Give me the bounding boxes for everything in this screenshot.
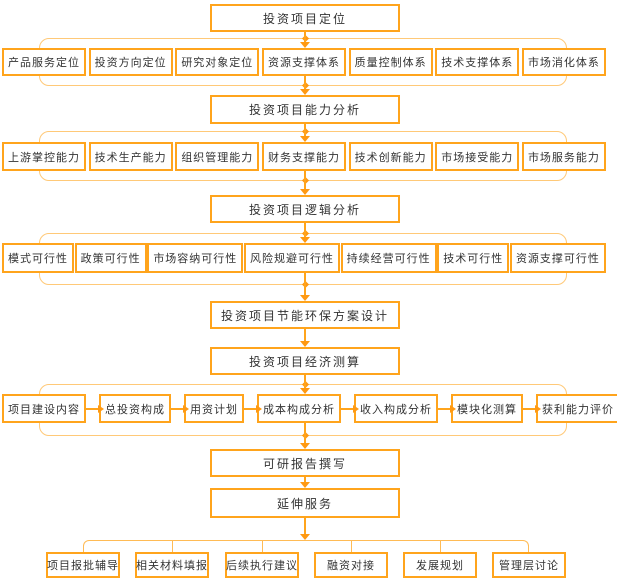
row-economic-calculation: 项目建设内容 总投资构成 用资计划 成本构成分析 收入构成分析 模块化测算 获利… — [2, 394, 617, 423]
down-arrow-icon — [300, 295, 310, 301]
node-related-material-filing: 相关材料填报 — [135, 552, 209, 578]
connector-line — [304, 273, 306, 296]
down-arrow-icon — [300, 388, 310, 394]
node-project-construction-content: 项目建设内容 — [2, 394, 86, 423]
node-capability-analysis: 投资项目能力分析 — [210, 95, 400, 124]
node-management-discussion: 管理层讨论 — [492, 552, 566, 578]
node-technical-innovation-capability: 技术创新能力 — [348, 142, 433, 171]
node-quality-control-system: 质量控制体系 — [348, 48, 433, 76]
down-arrow-icon — [300, 189, 310, 195]
node-technical-production-capability: 技术生产能力 — [88, 142, 173, 171]
branch-stub — [440, 541, 441, 552]
node-feasibility-report-writing: 可研报告撰写 — [210, 449, 400, 477]
connector-line — [304, 375, 306, 389]
connector-line — [304, 423, 306, 444]
right-arrow-icon — [341, 404, 359, 413]
down-arrow-icon — [300, 443, 310, 449]
right-arrow-icon — [523, 404, 541, 413]
down-arrow-icon — [300, 341, 310, 347]
node-research-object-positioning: 研究对象定位 — [175, 48, 260, 76]
node-logic-analysis: 投资项目逻辑分析 — [210, 195, 400, 223]
connector-line — [304, 124, 306, 137]
row-capabilities: 上游掌控能力 技术生产能力 组织管理能力 财务支撑能力 技术创新能力 市场接受能… — [2, 142, 606, 171]
node-economic-calculation: 投资项目经济测算 — [210, 347, 400, 375]
connector-line — [304, 32, 306, 43]
right-arrow-icon — [86, 404, 104, 413]
down-arrow-icon — [300, 136, 310, 142]
node-market-capacity-feasibility: 市场容纳可行性 — [147, 243, 244, 273]
node-sustainable-operation-feasibility: 持续经营可行性 — [340, 243, 437, 273]
bottom-branch-line — [83, 540, 529, 552]
node-extended-services: 延伸服务 — [210, 488, 400, 518]
node-energy-environment-design: 投资项目节能环保方案设计 — [210, 301, 400, 329]
node-resource-support-feasibility: 资源支撑可行性 — [509, 243, 606, 273]
node-investment-project-positioning: 投资项目定位 — [210, 4, 400, 32]
down-arrow-icon — [300, 534, 310, 540]
node-profitability-evaluation: 获利能力评价 — [536, 394, 617, 423]
node-market-acceptance-capability: 市场接受能力 — [435, 142, 520, 171]
node-development-planning: 发展规划 — [403, 552, 477, 578]
down-arrow-icon — [300, 42, 310, 48]
node-modular-calculation: 模块化测算 — [451, 394, 523, 423]
node-cost-composition-analysis: 成本构成分析 — [257, 394, 341, 423]
right-arrow-icon — [438, 404, 456, 413]
down-arrow-icon — [300, 237, 310, 243]
node-financing-matchmaking: 融资对接 — [314, 552, 388, 578]
node-market-service-capability: 市场服务能力 — [521, 142, 606, 171]
node-total-investment-composition: 总投资构成 — [99, 394, 171, 423]
row-positioning-systems: 产品服务定位 投资方向定位 研究对象定位 资源支撑体系 质量控制体系 技术支撑体… — [2, 48, 606, 76]
connector-line — [304, 518, 306, 535]
node-policy-feasibility: 政策可行性 — [74, 243, 147, 273]
node-project-approval-coaching: 项目报批辅导 — [46, 552, 120, 578]
connector-line — [304, 76, 306, 90]
connector-line — [304, 329, 306, 342]
node-risk-avoidance-feasibility: 风险规避可行性 — [243, 243, 340, 273]
branch-stub — [262, 541, 263, 552]
row-feasibility: 模式可行性 政策可行性 市场容纳可行性 风险规避可行性 持续经营可行性 技术可行… — [2, 243, 606, 273]
node-market-absorption-system: 市场消化体系 — [521, 48, 606, 76]
node-product-service-positioning: 产品服务定位 — [2, 48, 86, 76]
node-followup-execution-advice: 后续执行建议 — [225, 552, 299, 578]
right-arrow-icon — [171, 404, 189, 413]
node-model-feasibility: 模式可行性 — [2, 243, 74, 273]
connector-line — [304, 477, 306, 483]
node-investment-direction-positioning: 投资方向定位 — [88, 48, 173, 76]
node-fund-usage-plan: 用资计划 — [184, 394, 244, 423]
connector-line — [304, 223, 306, 238]
node-organization-management-capability: 组织管理能力 — [175, 142, 260, 171]
node-upstream-control-capability: 上游掌控能力 — [2, 142, 86, 171]
node-financial-support-capability: 财务支撑能力 — [261, 142, 346, 171]
node-income-composition-analysis: 收入构成分析 — [354, 394, 438, 423]
connector-line — [304, 171, 306, 190]
node-technical-feasibility: 技术可行性 — [437, 243, 510, 273]
down-arrow-icon — [300, 482, 310, 488]
down-arrow-icon — [300, 89, 310, 95]
branch-stub — [172, 541, 173, 552]
node-technical-support-system: 技术支撑体系 — [435, 48, 520, 76]
right-arrow-icon — [244, 404, 262, 413]
node-resource-support-system: 资源支撑体系 — [261, 48, 346, 76]
branch-stub — [351, 541, 352, 552]
